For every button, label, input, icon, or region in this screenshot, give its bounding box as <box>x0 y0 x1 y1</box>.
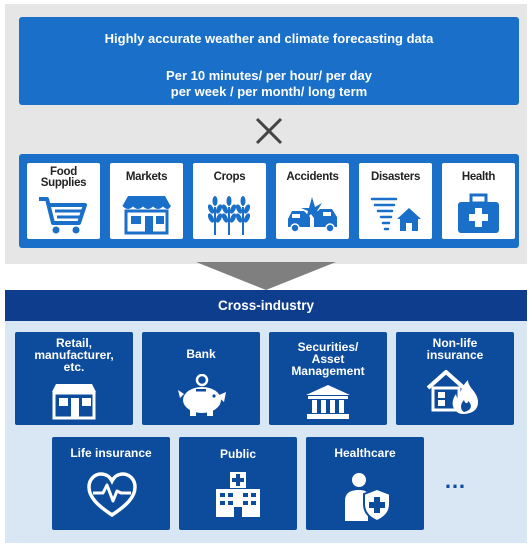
down-arrow-icon <box>196 262 336 290</box>
wheat-icon <box>207 196 251 235</box>
storefront-icon <box>122 196 171 235</box>
house-fire-icon <box>426 370 478 414</box>
shop-icon <box>52 384 96 420</box>
cross-industry-title: Cross-industry <box>5 290 527 321</box>
heart-pulse-icon <box>87 472 137 518</box>
industry-healthcare: Healthcare <box>306 437 424 530</box>
banner-title: Highly accurate weather and climate fore… <box>104 31 434 46</box>
category-markets: Markets <box>110 163 183 239</box>
first-aid-kit-icon <box>458 193 499 233</box>
institution-icon <box>306 385 350 419</box>
tornado-house-icon <box>370 197 421 231</box>
banner-periods-line2: per week / per month/ long term <box>170 84 368 99</box>
category-accidents: Accidents <box>276 163 349 239</box>
category-label: Disasters <box>370 171 421 183</box>
industry-label: Securities/ Asset Management <box>291 340 365 378</box>
multiply-icon <box>255 117 283 145</box>
banner-periods-line1: Per 10 minutes/ per hour/ per day <box>166 68 372 83</box>
category-label: Crops <box>213 171 246 183</box>
industry-label: Life insurance <box>70 446 152 460</box>
industry-retail: Retail, manufacturer, etc. <box>15 332 133 425</box>
car-crash-icon <box>288 197 337 233</box>
industry-life-insurance: Life insurance <box>52 437 170 530</box>
data-category-strip: Food Supplies Markets Crops <box>19 154 519 248</box>
category-label: Accidents <box>286 171 339 183</box>
industry-label: Non-life insurance <box>426 336 484 362</box>
person-shield-icon <box>345 473 391 523</box>
category-health: Health <box>442 163 515 239</box>
category-label: Health <box>461 171 496 183</box>
industry-label: Public <box>219 447 256 461</box>
industry-label: Retail, manufacturer, etc. <box>34 336 114 374</box>
category-label: Food Supplies <box>40 166 87 189</box>
category-food-supplies: Food Supplies <box>27 163 100 239</box>
category-disasters: Disasters <box>359 163 432 239</box>
industry-bank: Bank <box>142 332 260 425</box>
industry-label: Healthcare <box>334 446 396 460</box>
forecast-panel: Highly accurate weather and climate fore… <box>5 4 527 264</box>
industry-label: Bank <box>186 347 216 361</box>
industry-non-life-insurance: Non-life insurance <box>396 332 514 425</box>
forecast-banner: Highly accurate weather and climate fore… <box>19 17 519 105</box>
shopping-cart-icon <box>39 197 87 234</box>
piggy-bank-icon <box>178 374 226 416</box>
category-label: Markets <box>125 171 168 183</box>
industry-public: Public <box>179 437 297 530</box>
category-crops: Crops <box>193 163 266 239</box>
more-indicator: … <box>444 468 468 493</box>
industry-securities: Securities/ Asset Management <box>269 332 387 425</box>
hospital-icon <box>216 472 260 517</box>
